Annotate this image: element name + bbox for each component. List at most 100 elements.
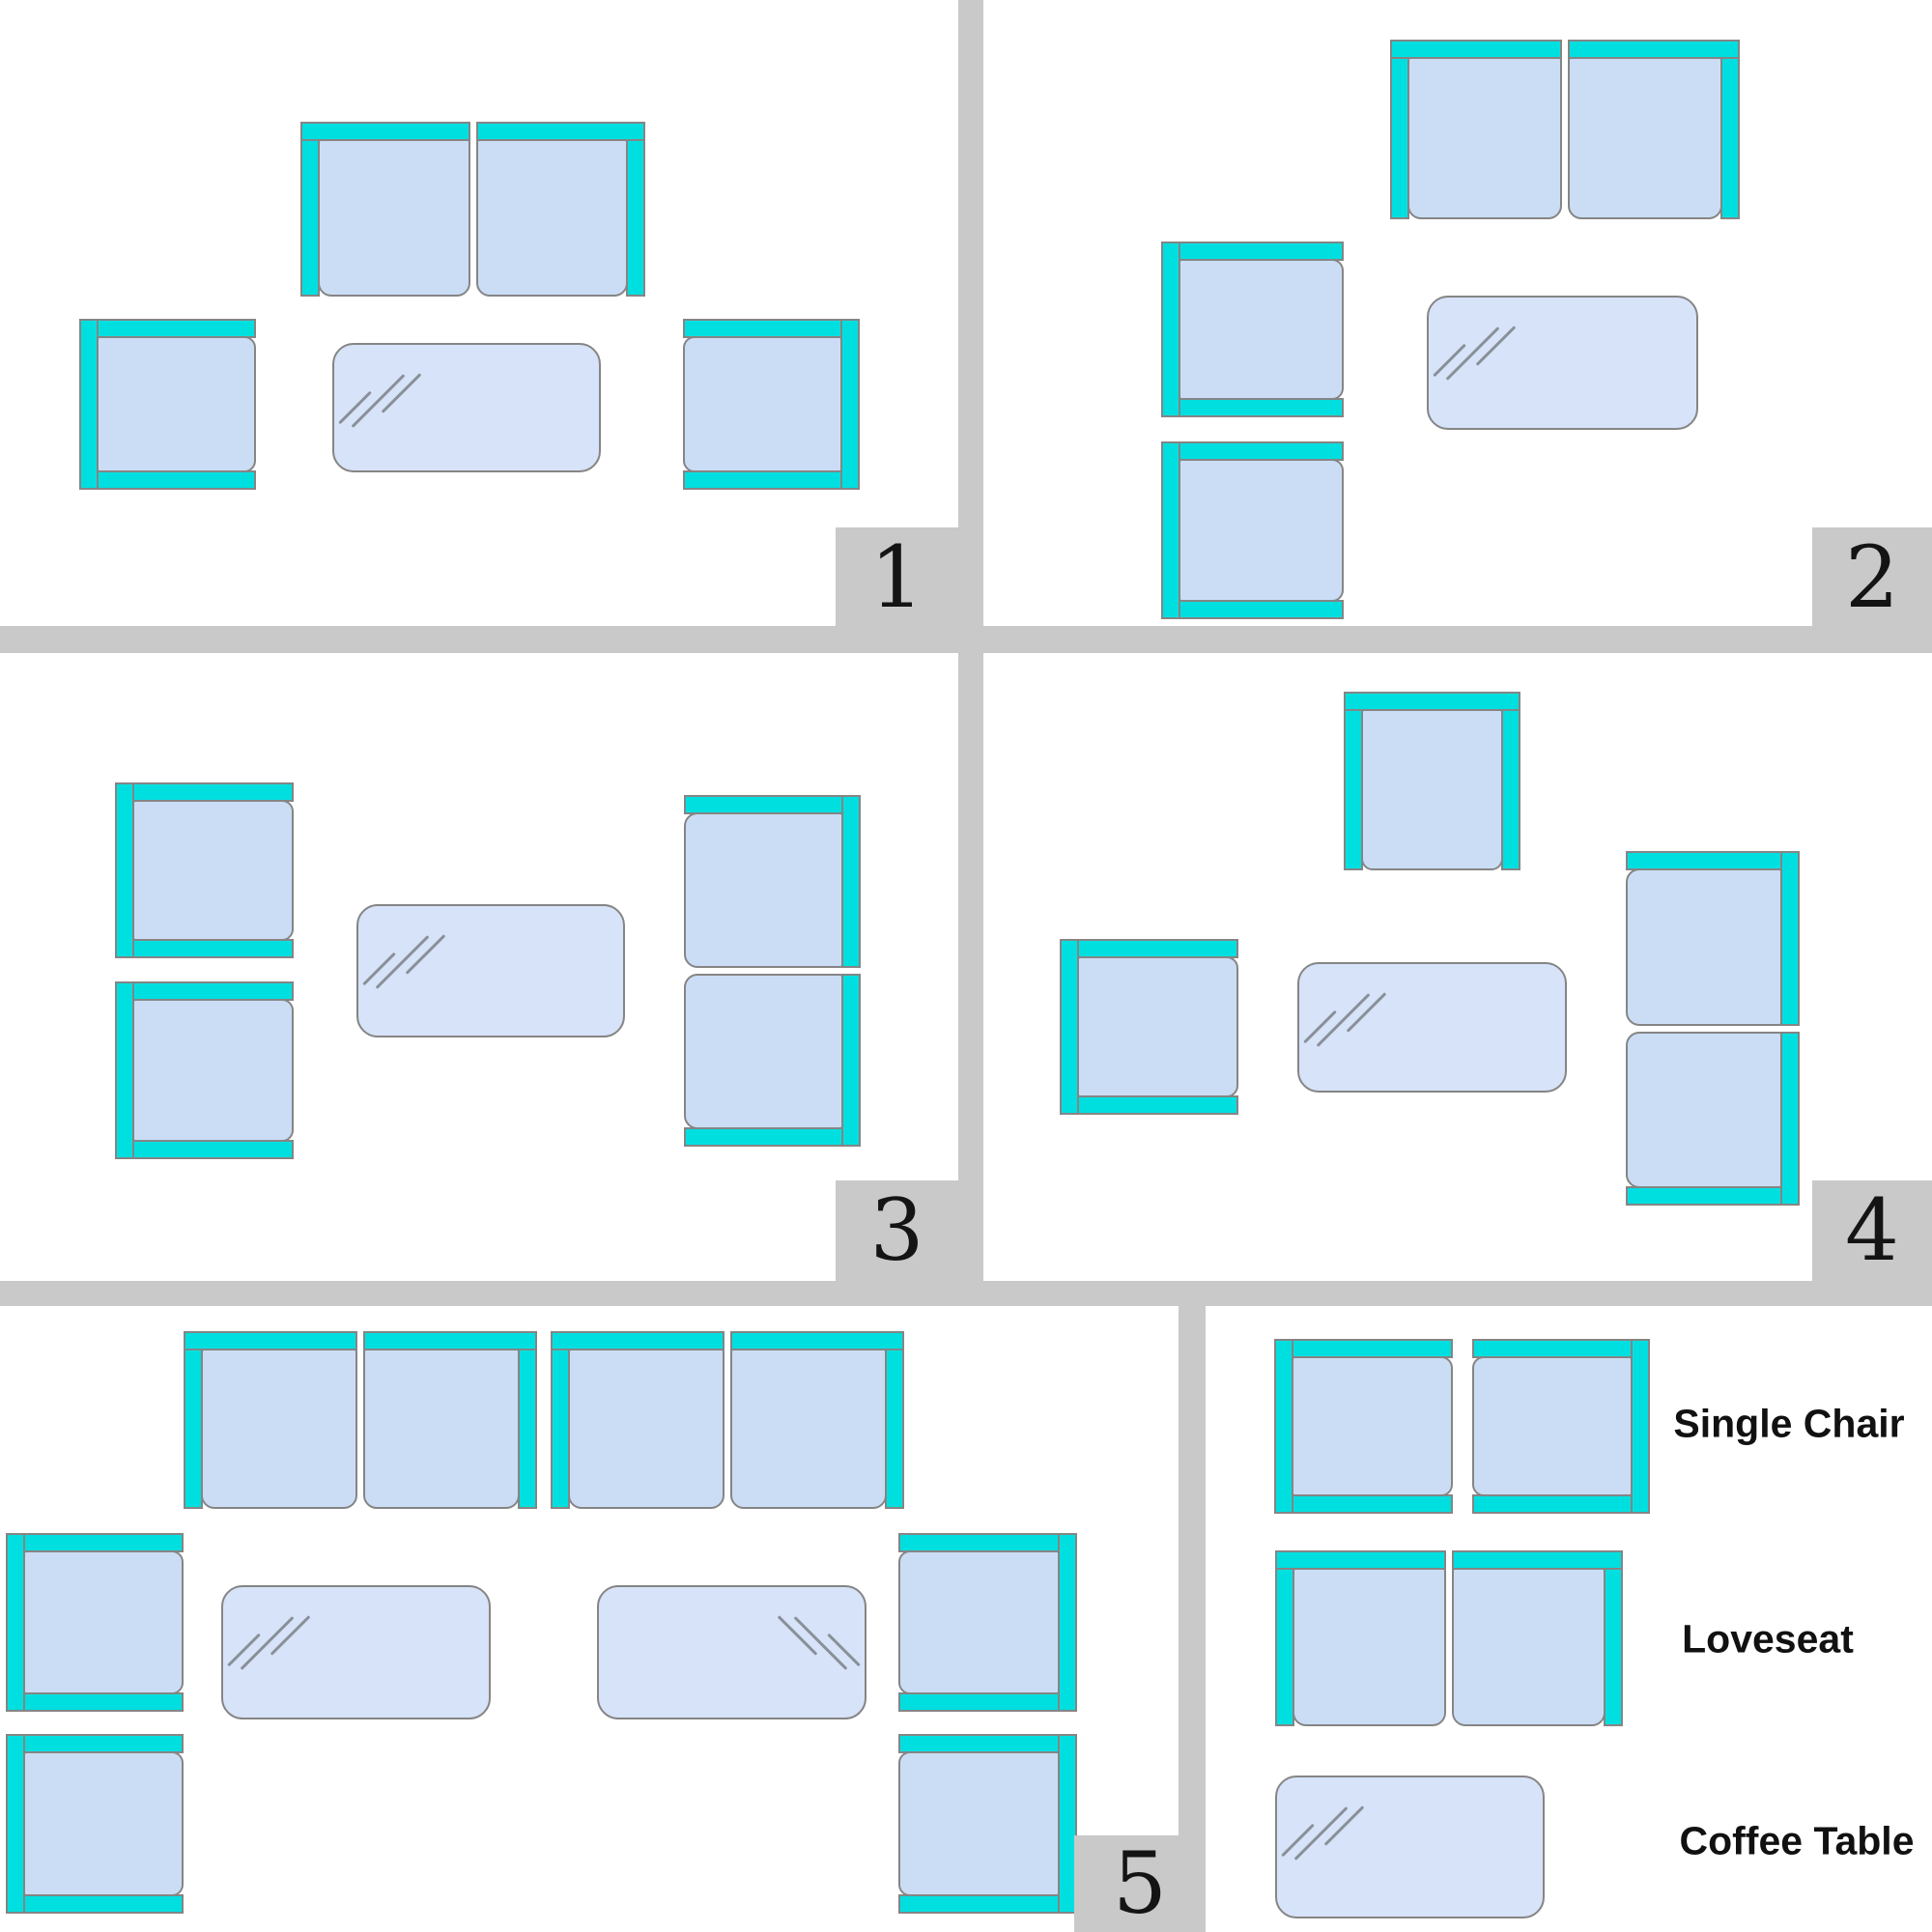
loveseat-back-left: [1390, 40, 1562, 59]
coffee-table-icon: [1275, 1776, 1545, 1918]
single-chair-icon: [115, 782, 294, 958]
coffee-table-icon: [332, 343, 601, 472]
loveseat-seat: [1293, 1568, 1446, 1726]
chair-seat: [132, 999, 294, 1142]
chair-arm-right: [1501, 709, 1520, 870]
chair-arm-bottom: [1292, 1494, 1453, 1514]
loveseat-seat: [684, 812, 843, 968]
chair-arm-bottom: [1179, 398, 1344, 417]
chair-seat: [1077, 956, 1238, 1097]
loveseat-seat: [1626, 1031, 1782, 1188]
coffee-table-icon: [1427, 296, 1698, 430]
table-shine: [760, 1599, 861, 1691]
coffee-table-icon: [221, 1585, 491, 1719]
loveseat-icon: [1626, 851, 1800, 1206]
loveseat-arm-right: [885, 1349, 904, 1509]
table-shine-mark: [338, 390, 372, 425]
single-chair-icon: [79, 319, 256, 490]
chair-arm-top: [1472, 1339, 1633, 1358]
chair-arm-top: [23, 1734, 184, 1753]
loveseat-seat: [475, 139, 628, 297]
chair-arm-bottom: [1077, 1095, 1238, 1115]
panel-5-badge: 5: [1074, 1835, 1206, 1932]
chair-arm-top: [898, 1533, 1060, 1552]
chair-seat: [23, 1751, 184, 1896]
loveseat-icon: [684, 795, 861, 1147]
chair-arm-top: [132, 782, 294, 802]
panel-1: [0, 0, 958, 626]
loveseat-arm-left: [551, 1349, 570, 1509]
loveseat-seat: [730, 1349, 887, 1509]
chair-arm-bottom: [132, 1140, 294, 1159]
loveseat-seat: [568, 1349, 724, 1509]
table-shine-mark: [362, 952, 396, 986]
chair-arm-top: [23, 1533, 184, 1552]
chair-back: [115, 782, 134, 958]
loveseat-arm-bottom: [684, 1127, 843, 1147]
panel-3-badge: 3: [836, 1180, 958, 1281]
loveseat-arm-left: [184, 1349, 203, 1509]
divider-horizontal-2: [0, 1281, 1932, 1306]
chair-back: [1161, 441, 1180, 619]
loveseat-back-top: [841, 795, 861, 968]
panel-2-badge: 2: [1812, 527, 1932, 628]
loveseat-icon: [1390, 40, 1740, 219]
loveseat-back-bottom: [841, 974, 861, 1147]
single-chair-icon: [1472, 1339, 1650, 1514]
chair-arm-top: [97, 319, 256, 338]
chair-seat: [97, 336, 256, 472]
chair-seat: [132, 800, 294, 941]
table-shine: [1303, 976, 1404, 1068]
loveseat-back-bottom: [1780, 1031, 1800, 1206]
single-chair-icon: [6, 1533, 184, 1712]
chair-arm-bottom: [1472, 1494, 1633, 1514]
single-chair-icon: [115, 981, 294, 1159]
loveseat-seat: [363, 1349, 520, 1509]
chair-arm-bottom: [1179, 600, 1344, 619]
loveseat-arm-left: [1390, 57, 1409, 219]
single-chair-icon: [683, 319, 860, 490]
panel-3-number: 3: [869, 1180, 924, 1280]
chair-seat: [23, 1550, 184, 1694]
loveseat-seat: [201, 1349, 357, 1509]
loveseat-arm-bottom: [1626, 1186, 1782, 1206]
loveseat-seat: [318, 139, 470, 297]
loveseat-back-left: [1275, 1550, 1446, 1570]
chair-arm-bottom: [898, 1692, 1060, 1712]
chair-arm-top: [898, 1734, 1060, 1753]
chair-arm-bottom: [683, 470, 842, 490]
single-chair-icon: [1161, 441, 1344, 619]
chair-back: [1631, 1339, 1650, 1514]
chair-seat: [683, 336, 842, 472]
panel-2-number: 2: [1845, 527, 1899, 627]
loveseat-arm-left: [300, 139, 320, 297]
chair-back: [1161, 242, 1180, 417]
single-chair-icon: [1060, 939, 1238, 1115]
chair-arm-bottom: [132, 939, 294, 958]
loveseat-back-right: [1568, 40, 1740, 59]
table-shine-mark: [1303, 1009, 1337, 1044]
single-chair-icon: [6, 1734, 184, 1914]
loveseat-arm-right: [1604, 1568, 1623, 1726]
chair-arm-top: [683, 319, 842, 338]
loveseat-icon: [1275, 1550, 1623, 1726]
loveseat-icon: [300, 122, 645, 297]
loveseat-back-right: [475, 122, 645, 141]
table-shine-mark: [227, 1633, 261, 1667]
table-shine-mark: [1433, 343, 1466, 378]
chair-back: [1344, 692, 1520, 711]
table-shine: [362, 918, 463, 1010]
chair-arm-top: [1077, 939, 1238, 958]
loveseat-arm-right: [626, 139, 645, 297]
chair-back: [115, 981, 134, 1159]
loveseat-icon: [184, 1331, 537, 1509]
chair-arm-top: [1292, 1339, 1453, 1358]
chair-back: [1058, 1533, 1077, 1712]
chair-back: [1274, 1339, 1293, 1514]
loveseat-back-left: [184, 1331, 357, 1350]
coffee-table-icon: [1297, 962, 1567, 1093]
loveseat-seat: [1626, 868, 1782, 1026]
panel-5-number: 5: [1113, 1833, 1167, 1932]
single-chair-icon: [1161, 242, 1344, 417]
table-shine-mark: [827, 1633, 861, 1667]
